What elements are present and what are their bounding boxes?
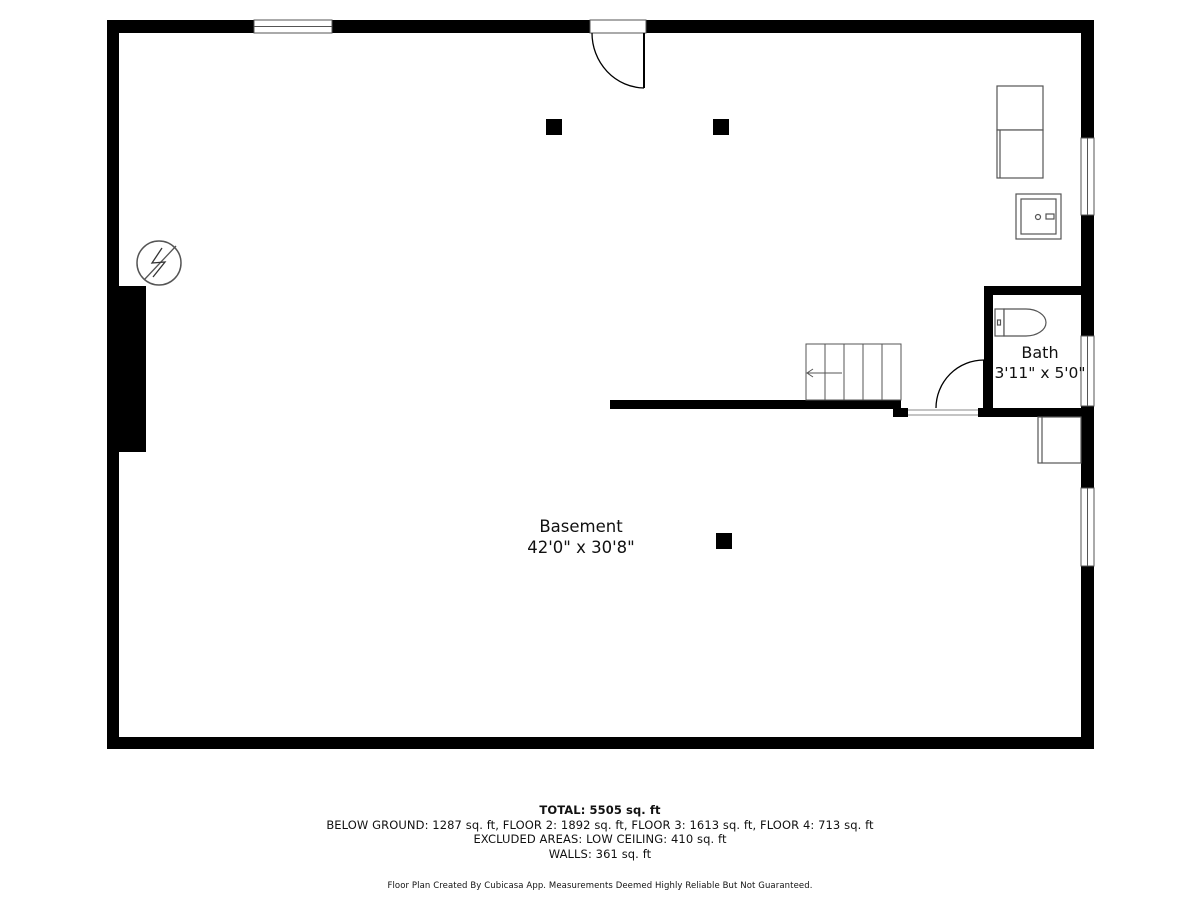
window-right-upper — [1080, 137, 1095, 216]
column — [546, 119, 562, 135]
chimney-block — [119, 286, 146, 452]
toilet — [994, 308, 1047, 337]
column — [713, 119, 729, 135]
interior-walls — [610, 286, 1081, 417]
disclaimer: Floor Plan Created By Cubicasa App. Meas… — [387, 881, 813, 891]
excluded-areas: EXCLUDED AREAS: LOW CEILING: 410 sq. ft — [473, 832, 727, 846]
room-name-basement: Basement — [539, 517, 623, 536]
room-name-bath: Bath — [1021, 343, 1058, 362]
window-right-lower — [1080, 487, 1095, 567]
partition-opening — [908, 409, 978, 416]
room-dims-bath: 3'11" x 5'0" — [994, 364, 1085, 382]
exterior-walls — [107, 20, 1094, 749]
floor-areas: BELOW GROUND: 1287 sq. ft, FLOOR 2: 1892… — [326, 817, 874, 832]
total-area: TOTAL: 5505 sq. ft — [539, 803, 661, 817]
support-columns — [546, 119, 732, 549]
utility-sink — [1015, 193, 1062, 240]
windows — [253, 19, 1095, 567]
stairs — [805, 343, 902, 401]
door-top — [589, 19, 647, 89]
walls-area: WALLS: 361 sq. ft — [548, 846, 652, 861]
room-dims-basement: 42'0" x 30'8" — [527, 538, 635, 557]
electrical-panel-icon — [136, 240, 182, 286]
column — [716, 533, 732, 549]
window-right-bath — [1080, 335, 1095, 407]
washer-dryer — [996, 85, 1044, 179]
door-bath — [935, 359, 985, 409]
utility-cabinet — [1037, 416, 1082, 464]
window-top — [253, 19, 333, 34]
area-summary: TOTAL: 5505 sq. ft BELOW GROUND: 1287 sq… — [0, 803, 1200, 894]
